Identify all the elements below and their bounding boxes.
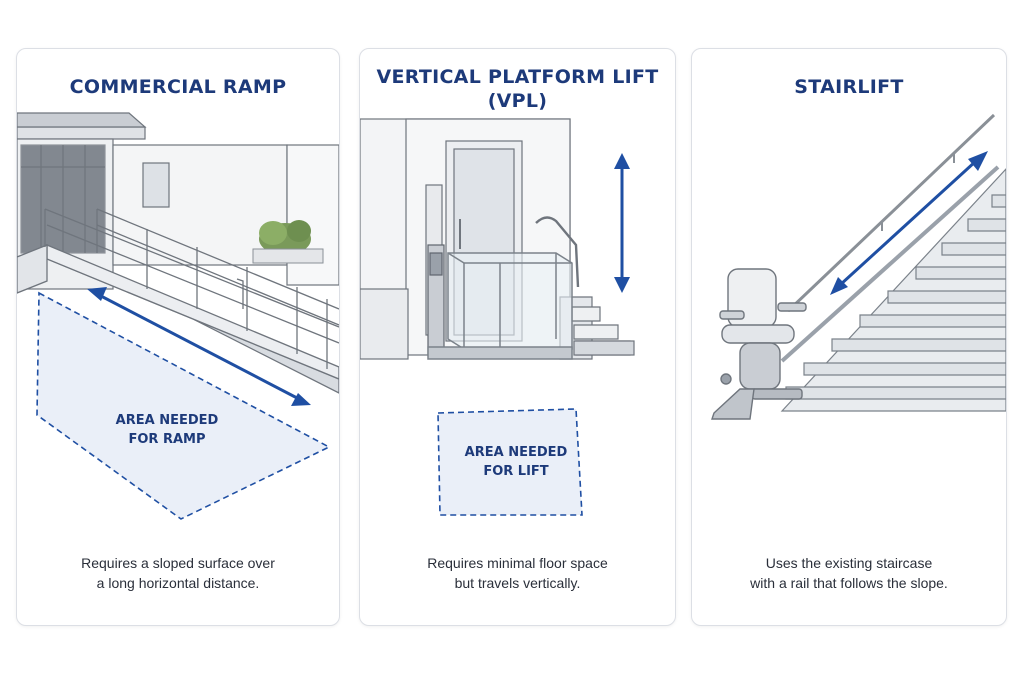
- vpl-area-label: AREA NEEDED FOR LIFT: [446, 443, 586, 481]
- vpl-desc-line2: but travels vertically.: [454, 575, 581, 591]
- vpl-area-label-line1: AREA NEEDED: [464, 445, 568, 460]
- ramp-length-arrow: [87, 287, 311, 406]
- steps-illustration: [535, 216, 635, 360]
- stairlift-desc-line2: with a rail that follows the slope.: [750, 575, 948, 591]
- ramp-area-label-line2: FOR RAMP: [128, 432, 206, 447]
- vpl-description: Requires minimal floor space but travels…: [370, 553, 665, 593]
- control-column: [427, 244, 445, 356]
- ramp-illustration: [17, 112, 339, 520]
- stairlift-card: STAIRLIFT Uses the existing staircase wi…: [691, 48, 1007, 626]
- vpl-title: VERTICAL PLATFORM LIFT (VPL): [360, 65, 675, 113]
- vpl-title-line2: (VPL): [487, 90, 548, 112]
- ramp-area-zone: [36, 291, 331, 520]
- ramp-desc-line2: a long horizontal distance.: [96, 575, 260, 591]
- handrail-illustration: [786, 113, 996, 313]
- building-illustration: [17, 112, 339, 290]
- stairlift-travel-arrow: [830, 151, 988, 295]
- ramp-area-label: AREA NEEDED FOR RAMP: [97, 411, 237, 449]
- ramp-description: Requires a sloped surface over a long ho…: [27, 553, 329, 593]
- ramp-card: COMMERCIAL RAMP AREA NEEDED FOR RAMP Req…: [16, 48, 340, 626]
- vpl-illustration: [360, 118, 635, 516]
- ramp-desc-line1: Requires a sloped surface over: [81, 555, 275, 571]
- platform-cage: [427, 252, 573, 360]
- ramp-title: COMMERCIAL RAMP: [69, 76, 287, 98]
- stairlift-illustration: [711, 113, 1006, 420]
- stairlift-chair: [711, 268, 807, 420]
- vpl-travel-arrow: [614, 153, 630, 293]
- stairlift-title: STAIRLIFT: [794, 76, 904, 98]
- vpl-title-line1: VERTICAL PLATFORM LIFT: [376, 66, 659, 88]
- vpl-desc-line1: Requires minimal floor space: [427, 555, 608, 571]
- stairlift-desc-line1: Uses the existing staircase: [765, 555, 933, 571]
- stairlift-description: Uses the existing staircase with a rail …: [702, 553, 996, 593]
- shrub-illustration: [252, 220, 324, 264]
- vpl-card: VERTICAL PLATFORM LIFT (VPL) AREA NEEDED…: [359, 48, 676, 626]
- staircase-illustration: [780, 168, 1006, 412]
- ramp-structure: [17, 208, 339, 394]
- vpl-area-zone: [437, 408, 583, 516]
- vpl-area-label-line2: FOR LIFT: [483, 464, 549, 479]
- ramp-area-label-line1: AREA NEEDED: [115, 413, 219, 428]
- lift-rail: [780, 165, 1000, 363]
